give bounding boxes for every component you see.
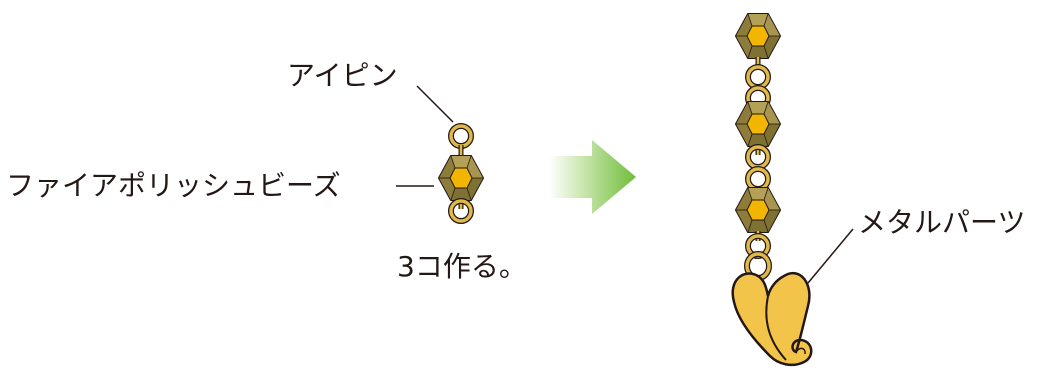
heart-charm-icon bbox=[731, 271, 813, 367]
instruction-label: 3コ作る。 bbox=[397, 250, 527, 283]
metal-part-label: メタルパーツ bbox=[858, 206, 1026, 239]
bead-unit bbox=[438, 126, 484, 221]
headpin-label: アイピン bbox=[287, 59, 398, 92]
arrow-right-icon bbox=[549, 140, 636, 214]
metal-part-leader-line bbox=[807, 228, 854, 284]
headpin-leader-line bbox=[416, 85, 454, 123]
bead-label: ファイアポリッシュビーズ bbox=[6, 169, 341, 202]
bead-chain bbox=[735, 13, 781, 281]
